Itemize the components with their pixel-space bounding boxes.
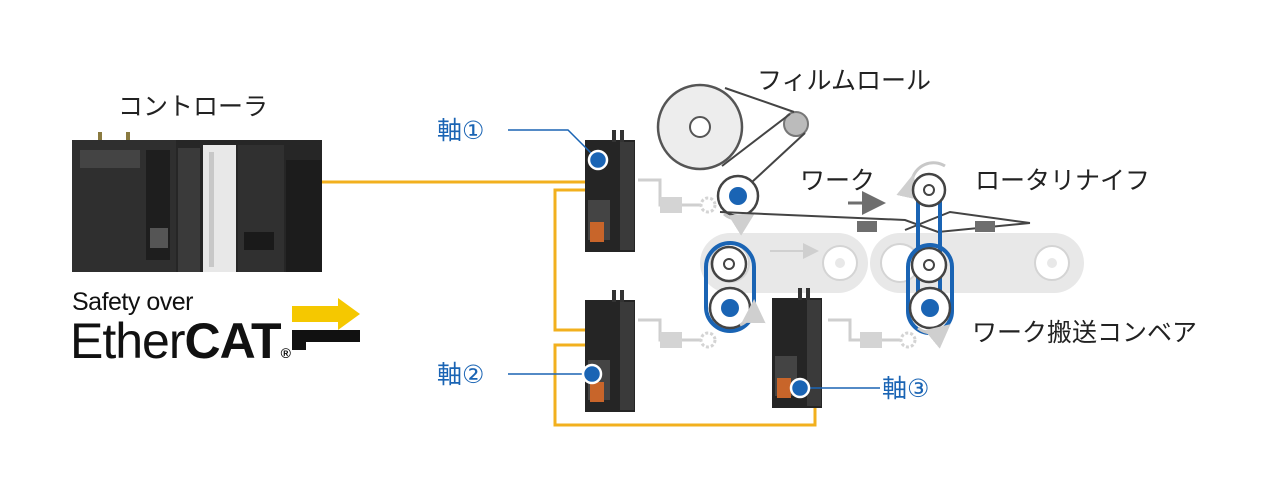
rotary-knife-label: ロータリナイフ	[975, 166, 1151, 195]
axis2-label: 軸②	[437, 360, 485, 389]
ethercat-logo-arrow	[292, 298, 360, 350]
film-feed-roller	[716, 174, 760, 236]
logo-reg-mark: ®	[280, 345, 291, 361]
axis3-label: 軸③	[882, 374, 930, 403]
work-label: ワーク	[800, 166, 876, 195]
axis2-callout	[508, 363, 603, 385]
servo-drive-2	[585, 290, 635, 412]
controller-unit	[72, 132, 322, 272]
logo-cat: CAT	[184, 313, 282, 369]
motor-icons	[660, 196, 917, 349]
servo-drive-1	[585, 130, 635, 252]
logo-ether: Ether	[70, 313, 186, 369]
axis1-label: 軸①	[437, 116, 485, 145]
film-roll-label: フィルムロール	[757, 66, 932, 95]
conveyor-label: ワーク搬送コンベア	[972, 318, 1198, 347]
conveyor-belts	[700, 233, 1084, 293]
controller-label: コントローラ	[118, 92, 269, 121]
conveyor-drive	[704, 241, 766, 333]
logo-safety-over: Safety over	[72, 288, 193, 316]
axis3-callout	[789, 377, 880, 399]
ethercat-logo: EtherCAT®	[70, 313, 291, 369]
film-path	[719, 191, 1031, 234]
rotary-knife	[896, 161, 954, 349]
film-roll	[656, 83, 809, 183]
axis1-callout	[508, 129, 609, 171]
ethercat-network	[322, 180, 817, 427]
